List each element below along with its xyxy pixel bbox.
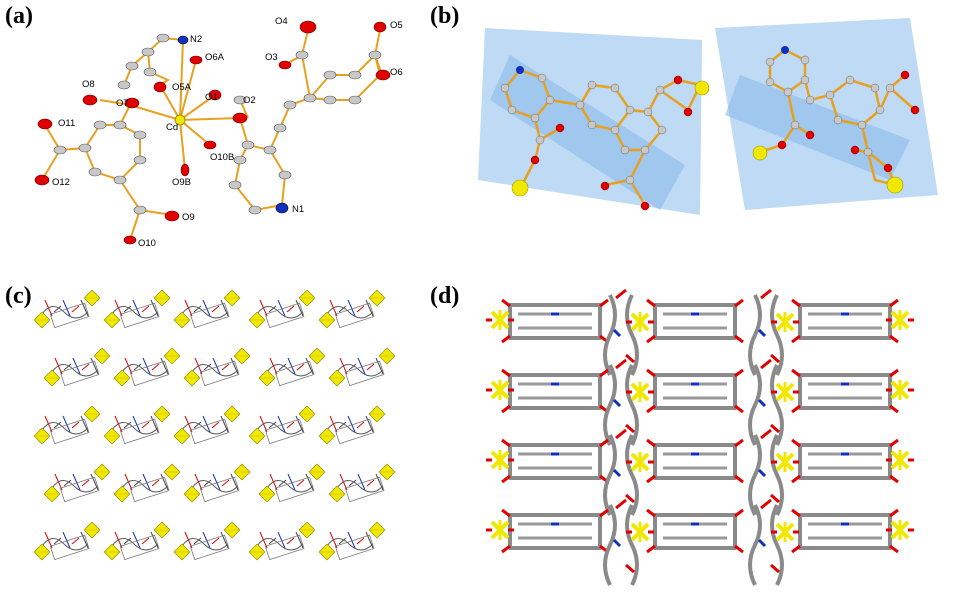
label-O6A: O6A bbox=[205, 52, 225, 63]
chains-c bbox=[33, 289, 396, 561]
label-Cd: Cd bbox=[166, 122, 178, 133]
panel-b-label: (b) bbox=[430, 3, 460, 29]
label-O12: O12 bbox=[52, 177, 70, 188]
label-O8: O8 bbox=[82, 79, 95, 90]
framework-d bbox=[486, 288, 914, 586]
cadmium-atoms-b bbox=[511, 80, 904, 197]
panel-a: (a) bbox=[0, 0, 470, 270]
ortep-structure: N2 O6A O8 O7 O5A O1 O2 Cd O10B O9B O11 O… bbox=[34, 16, 403, 249]
nitrogen-atoms-b bbox=[516, 46, 789, 74]
oxygen-atoms-b bbox=[530, 70, 920, 211]
nitrogen-atoms-a bbox=[177, 35, 289, 214]
atom-labels-a: N2 O6A O8 O7 O5A O1 O2 Cd O10B O9B O11 O… bbox=[52, 16, 403, 249]
label-O10: O10 bbox=[138, 238, 156, 249]
panel-c: (c) bbox=[0, 270, 470, 592]
panel-b: (b) bbox=[430, 0, 965, 270]
label-O6: O6 bbox=[390, 67, 403, 78]
label-O7: O7 bbox=[116, 98, 129, 109]
panel-d: (d) bbox=[430, 270, 965, 592]
label-O4: O4 bbox=[275, 16, 288, 27]
plane-right-2 bbox=[725, 75, 910, 180]
oxygen-atoms-a bbox=[34, 20, 391, 245]
cadmium-atom-a bbox=[174, 114, 186, 126]
panel-a-label: (a) bbox=[5, 3, 33, 29]
label-O9B: O9B bbox=[172, 177, 191, 188]
label-O10B: O10B bbox=[210, 152, 234, 163]
carbon-atoms-b bbox=[500, 55, 895, 185]
plane-left-2 bbox=[490, 55, 685, 210]
label-O3: O3 bbox=[265, 52, 278, 63]
packing-view-d bbox=[486, 288, 914, 586]
packing-view-c bbox=[33, 289, 396, 561]
label-O2: O2 bbox=[243, 95, 256, 106]
label-O5: O5 bbox=[390, 20, 403, 31]
mean-plane-view bbox=[478, 18, 938, 215]
panel-c-label: (c) bbox=[5, 283, 32, 309]
label-N1: N1 bbox=[292, 204, 304, 215]
label-O5A: O5A bbox=[172, 82, 192, 93]
label-N2: N2 bbox=[190, 34, 202, 45]
label-O11: O11 bbox=[58, 118, 75, 129]
carbon-atoms-a bbox=[53, 33, 382, 215]
label-O1: O1 bbox=[205, 92, 218, 103]
panel-d-label: (d) bbox=[430, 283, 460, 309]
label-O9: O9 bbox=[182, 212, 195, 223]
